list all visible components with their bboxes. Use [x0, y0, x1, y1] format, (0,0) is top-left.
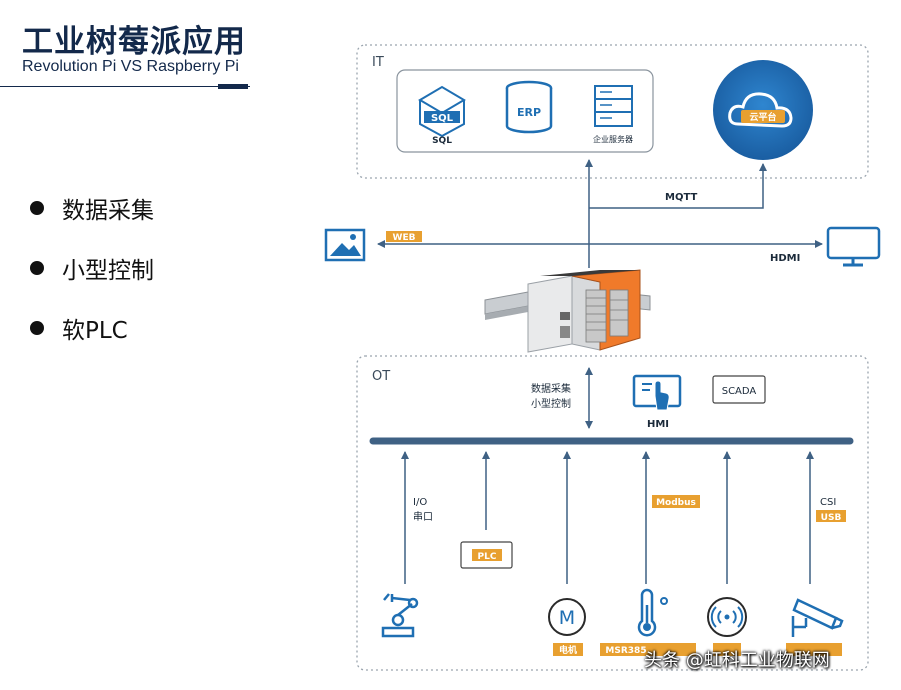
- image-web-icon: [324, 228, 366, 262]
- security-camera-icon: [791, 598, 844, 637]
- usb-tag: [816, 510, 846, 522]
- usb-label: USB: [821, 513, 842, 523]
- sql-icon-text: SQL: [431, 113, 454, 124]
- sql-label: SQL: [432, 136, 452, 146]
- revolution-pi-device-image: [484, 269, 651, 353]
- sql-database-icon: SQL: [418, 85, 466, 138]
- io-label-line2: 串口: [413, 511, 433, 523]
- bullet-text: 数据采集: [62, 198, 154, 224]
- camera-tag: [786, 643, 842, 656]
- io-label-line1: I/O: [413, 497, 427, 508]
- scada-box: [712, 375, 766, 404]
- cloud-platform-icon: 云平台: [713, 60, 813, 160]
- motor-icon: M: [548, 598, 586, 636]
- erp-label: ERP: [517, 106, 541, 119]
- wireless-tag: [713, 643, 741, 656]
- robot-arm-icon: [381, 593, 419, 638]
- modbus-tag: [652, 495, 700, 508]
- thermometer-icon: [637, 588, 668, 637]
- hdmi-label: HDMI: [770, 253, 800, 264]
- bullet-item: 小型控制: [30, 238, 154, 298]
- page-title: 工业树莓派应用: [22, 24, 246, 60]
- motor-label: 电机: [559, 644, 577, 656]
- bullet-dot: [30, 321, 44, 335]
- title-accent-bar: [218, 84, 248, 89]
- it-zone-label: IT: [372, 55, 384, 70]
- motor-symbol: M: [559, 607, 575, 629]
- ot-note-line2: 小型控制: [531, 397, 571, 410]
- ot-note-line1: 数据采集: [531, 382, 571, 395]
- wireless-sensor-icon: [707, 597, 747, 637]
- it-zone: [356, 44, 869, 179]
- ot-zone: [356, 355, 869, 671]
- server-icon: [594, 85, 633, 127]
- plc-label: PLC: [478, 552, 497, 562]
- bullet-list: 数据采集 小型控制 软PLC: [30, 178, 154, 358]
- it-services-box: [396, 69, 654, 153]
- monitor-icon: [826, 226, 881, 267]
- bullet-dot: [30, 261, 44, 275]
- csi-label: CSI: [820, 497, 836, 508]
- hmi-label: HMI: [647, 419, 669, 430]
- bullet-text: 软PLC: [62, 318, 128, 344]
- cloud-label: 云平台: [749, 111, 776, 123]
- watermark-text: 头条 @虹科工业物联网: [644, 650, 830, 671]
- title-rule: [0, 86, 250, 87]
- web-tag: [386, 231, 422, 242]
- web-label: WEB: [393, 233, 416, 243]
- plc-tag: [472, 549, 502, 561]
- page-subtitle: Revolution Pi VS Raspberry Pi: [22, 58, 239, 75]
- sensor-label: MSR385: [605, 646, 646, 656]
- link-to-cloud: [589, 163, 767, 209]
- bullet-text: 小型控制: [62, 258, 154, 284]
- hmi-touchscreen-icon: [632, 374, 682, 411]
- modbus-label: Modbus: [656, 498, 696, 508]
- sensor-tag: [600, 643, 696, 656]
- bullet-item: 软PLC: [30, 298, 154, 358]
- ot-zone-label: OT: [372, 369, 390, 384]
- motor-tag: [553, 643, 583, 656]
- bullet-dot: [30, 201, 44, 215]
- erp-database-icon: ERP: [505, 80, 553, 134]
- bullet-item: 数据采集: [30, 178, 154, 238]
- server-label: 企业服务器: [593, 134, 633, 144]
- scada-label: SCADA: [722, 386, 757, 397]
- mqtt-label: MQTT: [665, 192, 698, 203]
